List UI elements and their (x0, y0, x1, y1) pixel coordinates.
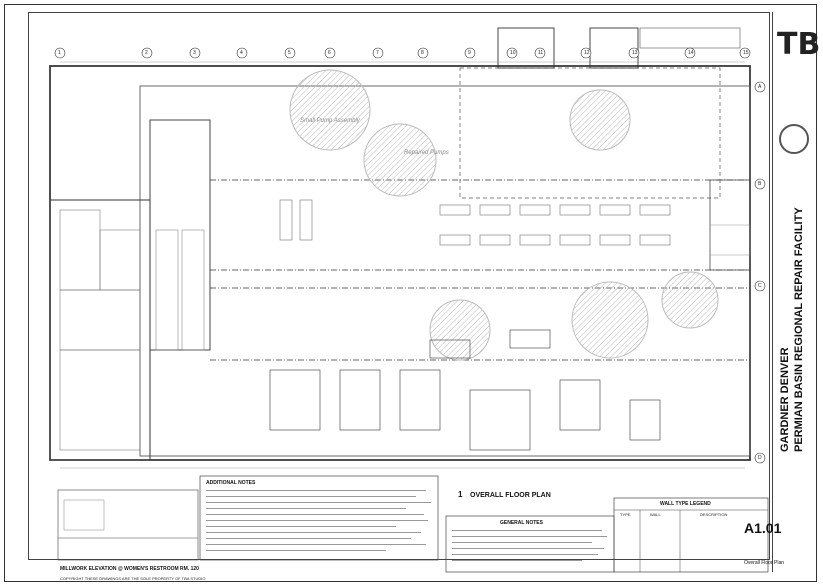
sketch-label-small-pump: Small Pump Assembly (300, 118, 360, 124)
elevation-title: MILLWORK ELEVATION @ WOMEN'S RESTROOM RM… (60, 566, 199, 572)
grid-column-1: 1 (58, 50, 61, 56)
grid-row-D: D (758, 455, 762, 461)
grid-column-6: 6 (328, 50, 331, 56)
sheet-name: Overall Floor Plan (744, 560, 785, 566)
grid-column-5: 5 (288, 50, 291, 56)
grid-column-13: 13 (632, 50, 638, 56)
shop-outline (139, 85, 751, 457)
grid-row-B: B (758, 181, 762, 187)
grid-row-C: C (758, 283, 762, 289)
drawing-border (28, 12, 770, 560)
plan-number: 1 (458, 490, 463, 499)
wall-legend-header-type: TYPE (620, 512, 631, 517)
sketch-label-repaired-pumps: Repaired Pumps (404, 150, 449, 156)
grid-column-8: 8 (421, 50, 424, 56)
grid-column-11: 11 (538, 50, 544, 56)
grid-column-4: 4 (240, 50, 243, 56)
drawing-sheet (4, 4, 817, 582)
grid-row-A: A (758, 84, 762, 90)
grid-column-3: 3 (193, 50, 196, 56)
wall-legend-header-wall: WALL (650, 512, 661, 517)
additional-notes-title: ADDITIONAL NOTES (206, 480, 256, 486)
grid-bubbles (54, 47, 766, 464)
sheet-number: A1.01 (744, 520, 782, 536)
project-title-line1: GARDNER DENVER (779, 347, 791, 452)
general-notes-title: GENERAL NOTES (500, 520, 543, 526)
firm-logo: TBL (777, 27, 823, 62)
work-benches (279, 199, 671, 246)
grid-column-9: 9 (468, 50, 471, 56)
seal-icon (779, 124, 809, 154)
plan-title: OVERALL FLOOR PLAN (470, 492, 551, 499)
wall-legend-header-description: DESCRIPTION (700, 512, 728, 517)
grid-column-7: 7 (376, 50, 379, 56)
equipment (269, 329, 661, 451)
grid-column-14: 14 (688, 50, 694, 56)
grid-column-10: 10 (510, 50, 516, 56)
project-title-line2: PERMIAN BASIN REGIONAL REPAIR FACILITY (793, 207, 805, 452)
mezzanine (149, 119, 211, 351)
grid-column-15: 15 (743, 50, 749, 56)
wall-legend-title: WALL TYPE LEGEND (660, 501, 711, 507)
title-block: TBL GARDNER DENVER PERMIAN BASIN REGIONA… (772, 12, 823, 572)
grid-column-12: 12 (584, 50, 590, 56)
copyright-note: COPYRIGHT THESE DRAWINGS ARE THE SOLE PR… (60, 576, 206, 581)
project-title: GARDNER DENVER PERMIAN BASIN REGIONAL RE… (773, 182, 817, 452)
grid-column-2: 2 (145, 50, 148, 56)
